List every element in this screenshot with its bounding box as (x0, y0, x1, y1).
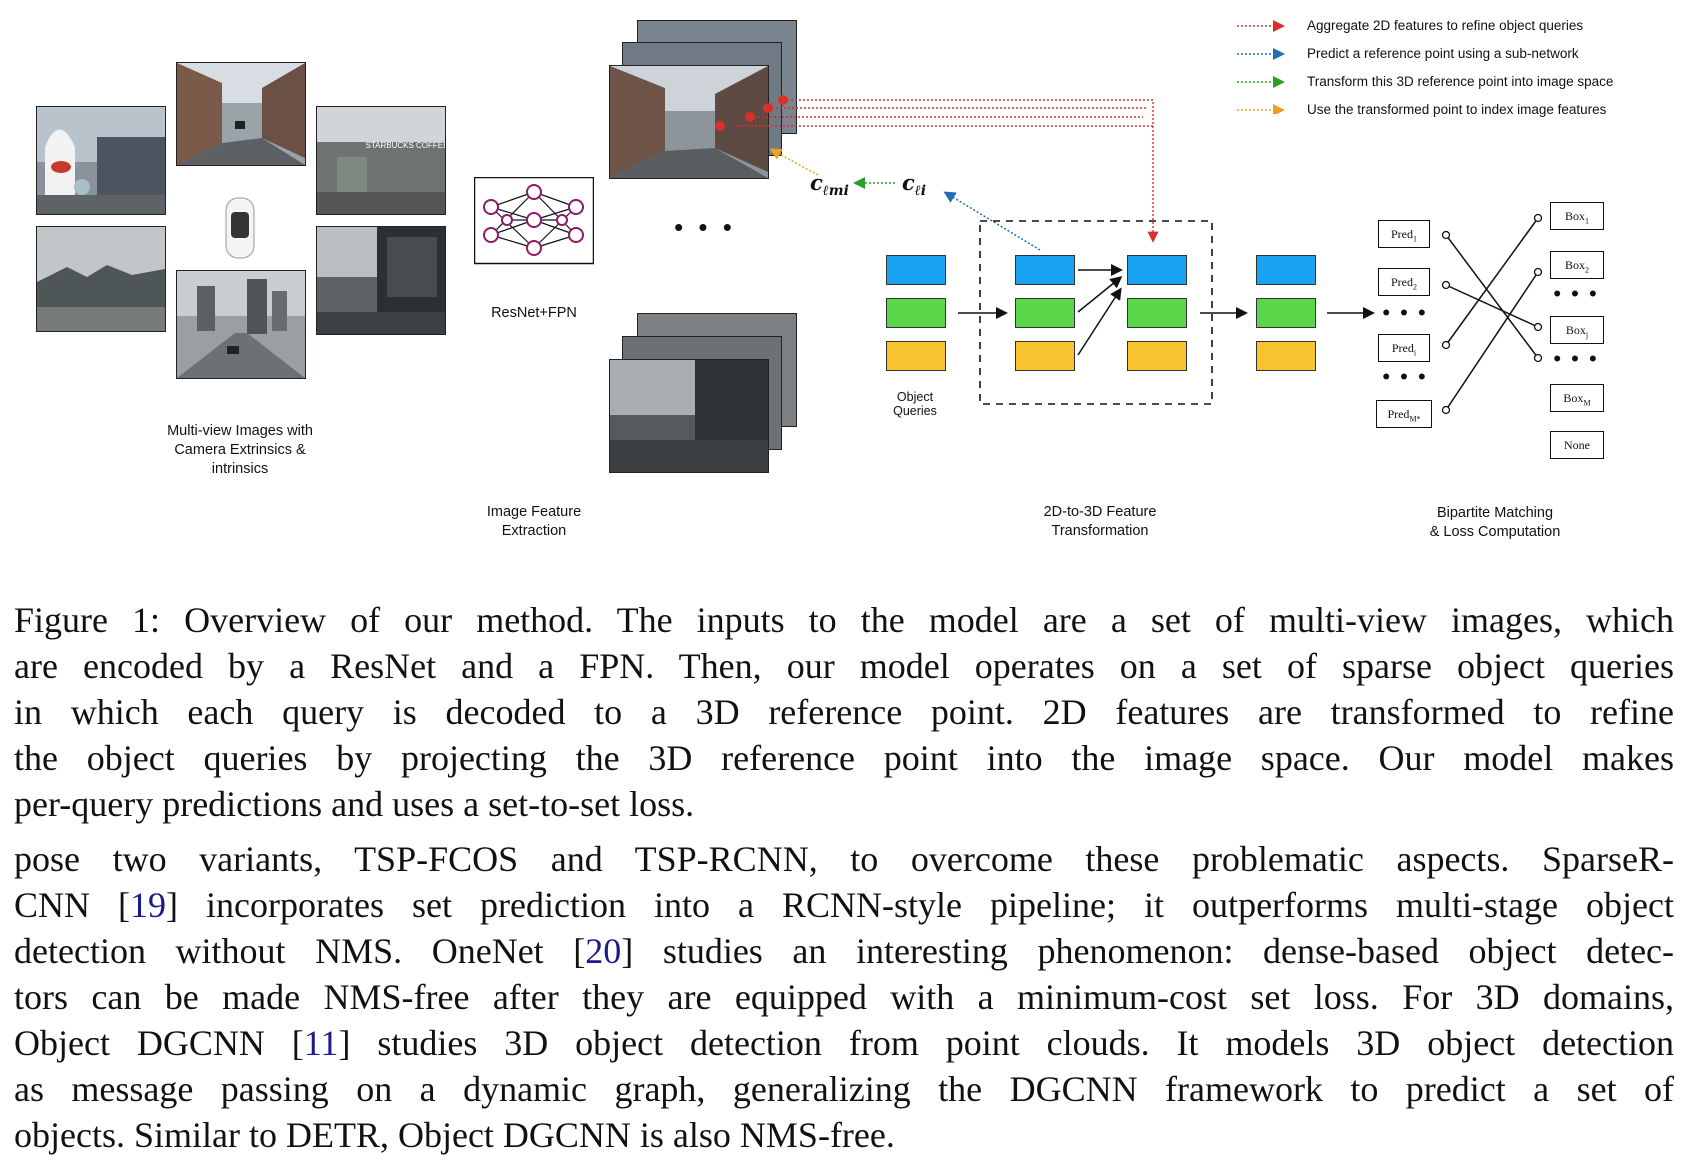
camera-image-front-left (36, 106, 166, 215)
gt-box-1: Box1 (1550, 202, 1604, 230)
box-ellipsis-1: • • • (1553, 281, 1599, 306)
legend-item-predict: Predict a reference point using a sub-ne… (1307, 46, 1579, 61)
citation-19[interactable]: 19 (130, 885, 167, 925)
caption-line-5: per-query predictions and uses a set-to-… (14, 784, 695, 824)
citation-11[interactable]: 11 (303, 1023, 339, 1063)
feature-map-front (609, 65, 769, 179)
pred-box-2: Pred2 (1378, 268, 1430, 296)
ellipsis-feature-maps: • • • (674, 212, 736, 242)
connector-arrows (715, 95, 1375, 405)
matching-label: Bipartite Matching& Loss Computation (1429, 505, 1561, 540)
gt-box-none: None (1550, 431, 1604, 459)
resnet-fpn-label: ResNet+FPN (491, 305, 577, 321)
caption-line-3: in which each query is decoded to a 3D r… (14, 692, 1674, 732)
body-line-2: CNN [19] incorporates set prediction int… (14, 885, 1674, 925)
legend-item-aggregate: Aggregate 2D features to refine object q… (1307, 18, 1584, 33)
ego-car-icon (225, 197, 255, 259)
query-yellow (886, 341, 946, 371)
body-paragraph: pose two variants, TSP-FCOS and TSP-RCNN… (14, 836, 1674, 1158)
body-line-7: objects. Similar to DETR, Object DGCNN i… (14, 1115, 895, 1155)
gt-box-j: Boxj (1550, 316, 1604, 344)
body-line-1: pose two variants, TSP-FCOS and TSP-RCNN… (14, 839, 1674, 879)
citation-20[interactable]: 20 (585, 931, 622, 971)
neural-network-icon (474, 177, 594, 265)
body-line-3: detection without NMS. OneNet [20] studi… (14, 931, 1675, 971)
caption-line-4: the object queries by projecting the 3D … (14, 738, 1674, 778)
starbucks-sign: STARBUCKS COFFEE (366, 141, 445, 150)
feature-extraction-label: Image Feature Extraction (486, 504, 582, 539)
box-ellipsis-2: • • • (1553, 346, 1599, 371)
camera-image-back-right (316, 226, 446, 335)
bipartite-matching-lines (1441, 213, 1543, 415)
gt-box-2: Box2 (1550, 251, 1604, 279)
query-blue (886, 255, 946, 285)
legend-arrows (1237, 20, 1285, 114)
camera-image-front (176, 62, 306, 166)
camera-image-back-left (36, 226, 166, 332)
legend-item-transform: Transform this 3D reference point into i… (1307, 74, 1614, 89)
body-line-6: as message passing on a dynamic graph, g… (14, 1069, 1674, 1109)
camera-image-front-right: STARBUCKS COFFEE (316, 106, 446, 215)
legend-item-index: Use the transformed point to index image… (1307, 102, 1607, 117)
query-green (886, 298, 946, 328)
body-line-5: Object DGCNN [11] studies 3D object dete… (14, 1023, 1675, 1063)
reference-point-3d-label: cℓi (902, 170, 927, 200)
caption-line-1: Figure 1: Overview of our method. The in… (14, 600, 1674, 640)
camera-image-back (176, 270, 306, 379)
reference-point-image-label: cℓmi (810, 170, 849, 200)
pred-box-1: Pred1 (1378, 220, 1430, 248)
figure-caption: Figure 1: Overview of our method. The in… (14, 597, 1674, 827)
feature-map-back (609, 359, 769, 473)
pred-ellipsis-2: • • • (1382, 364, 1428, 389)
pred-box-m: PredM* (1376, 400, 1432, 428)
caption-line-2: are encoded by a ResNet and a FPN. Then,… (14, 646, 1674, 686)
pred-ellipsis-1: • • • (1382, 300, 1428, 325)
multiview-images-label: Multi-view Images with Camera Extrinsics… (167, 423, 313, 477)
method-overview-figure: Aggregate 2D features to refine object q… (0, 0, 1687, 560)
body-line-4: tors can be made NMS-free after they are… (14, 977, 1674, 1017)
gt-box-m: BoxM (1550, 384, 1604, 412)
pred-box-i: Predi (1378, 334, 1430, 362)
